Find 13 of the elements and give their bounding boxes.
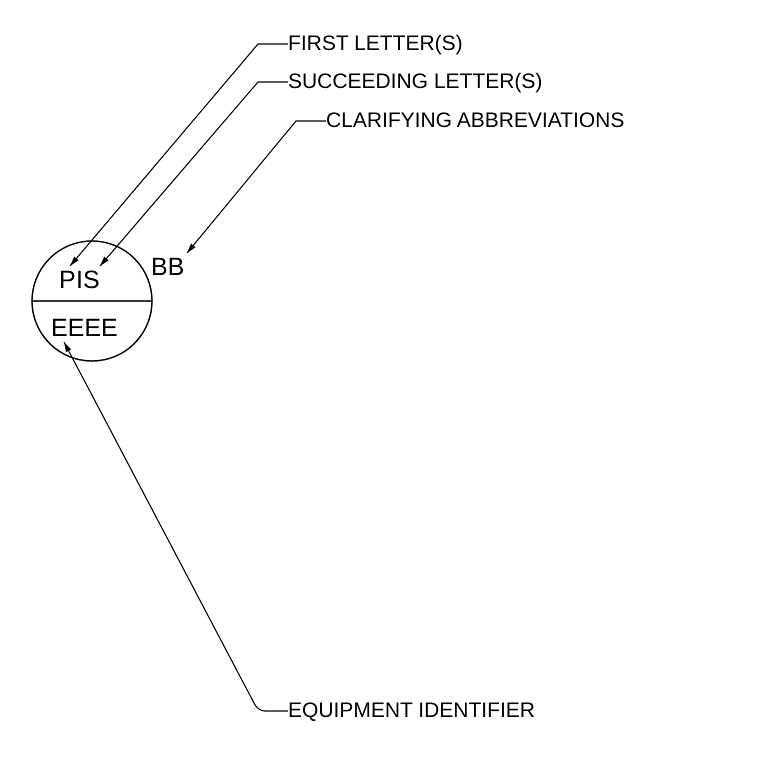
tag-letters: EEEE [51, 314, 135, 342]
leader-line [186, 120, 326, 254]
callout-text: CLARIFYING ABBREVIATIONS [326, 107, 768, 135]
tag-letters: IS [76, 266, 116, 294]
callout-text: FIRST LETTER(S) [288, 30, 588, 58]
leader-line [100, 81, 288, 266]
leader-line [70, 43, 288, 266]
instrument-bubble [31, 240, 153, 362]
callout-text: EQUIPMENT IDENTIFIER [288, 697, 628, 725]
leader-line [63, 342, 288, 712]
callout-text: SUCCEEDING LETTER(S) [288, 68, 628, 96]
tag-letters: P [59, 266, 76, 294]
tag-letters: BB [151, 253, 193, 281]
